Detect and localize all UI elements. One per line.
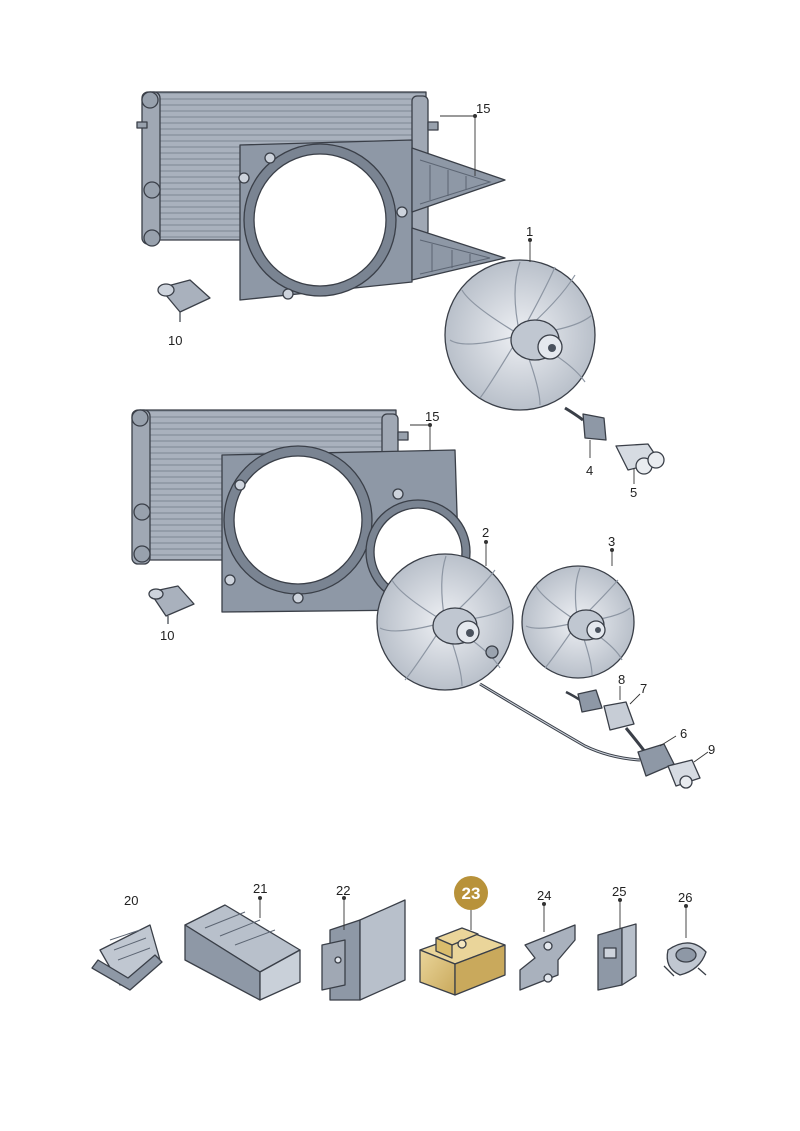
callout-21[interactable]: 21 xyxy=(253,881,267,896)
leader-dots xyxy=(258,114,688,908)
callout-6[interactable]: 6 xyxy=(680,726,687,741)
fan-1 xyxy=(444,259,596,411)
part-23-relay xyxy=(419,927,506,996)
callout-4[interactable]: 4 xyxy=(586,463,593,478)
callout-8[interactable]: 8 xyxy=(618,672,625,687)
callout-24[interactable]: 24 xyxy=(537,888,551,903)
sensor-10-lower xyxy=(148,585,195,624)
callout-1[interactable]: 1 xyxy=(526,224,533,239)
callout-9[interactable]: 9 xyxy=(708,742,715,757)
sensor-10-upper xyxy=(157,279,211,322)
callout-25[interactable]: 25 xyxy=(612,884,626,899)
part-21 xyxy=(184,904,301,1001)
connector-8 xyxy=(565,689,603,713)
callout-26[interactable]: 26 xyxy=(678,890,692,905)
highlight-badge xyxy=(454,876,488,910)
part-25 xyxy=(597,923,637,991)
callout-7[interactable]: 7 xyxy=(640,681,647,696)
callout-22[interactable]: 22 xyxy=(336,883,350,898)
callout-15-lower[interactable]: 15 xyxy=(425,409,439,424)
fan-2 xyxy=(376,553,514,691)
connector-9 xyxy=(667,759,701,789)
part-22 xyxy=(321,899,406,1001)
part-24 xyxy=(519,924,576,991)
connector-7 xyxy=(603,701,635,731)
callout-20[interactable]: 20 xyxy=(124,893,138,908)
callout-5[interactable]: 5 xyxy=(630,485,637,500)
fan-3 xyxy=(521,565,635,679)
part-26 xyxy=(663,942,707,977)
connector-4 xyxy=(564,406,607,441)
leader-lines xyxy=(259,115,709,938)
callout-2[interactable]: 2 xyxy=(482,525,489,540)
fan-shroud-upper xyxy=(238,139,506,301)
connector-5 xyxy=(615,443,665,475)
part-20 xyxy=(91,924,163,991)
callout-23[interactable]: 23 xyxy=(462,884,481,903)
callout-10-lower[interactable]: 10 xyxy=(160,628,174,643)
callout-3[interactable]: 3 xyxy=(608,534,615,549)
callout-10-upper[interactable]: 10 xyxy=(168,333,182,348)
callout-15-upper[interactable]: 15 xyxy=(476,101,490,116)
callout-23-highlight[interactable]: 23 xyxy=(454,876,488,910)
